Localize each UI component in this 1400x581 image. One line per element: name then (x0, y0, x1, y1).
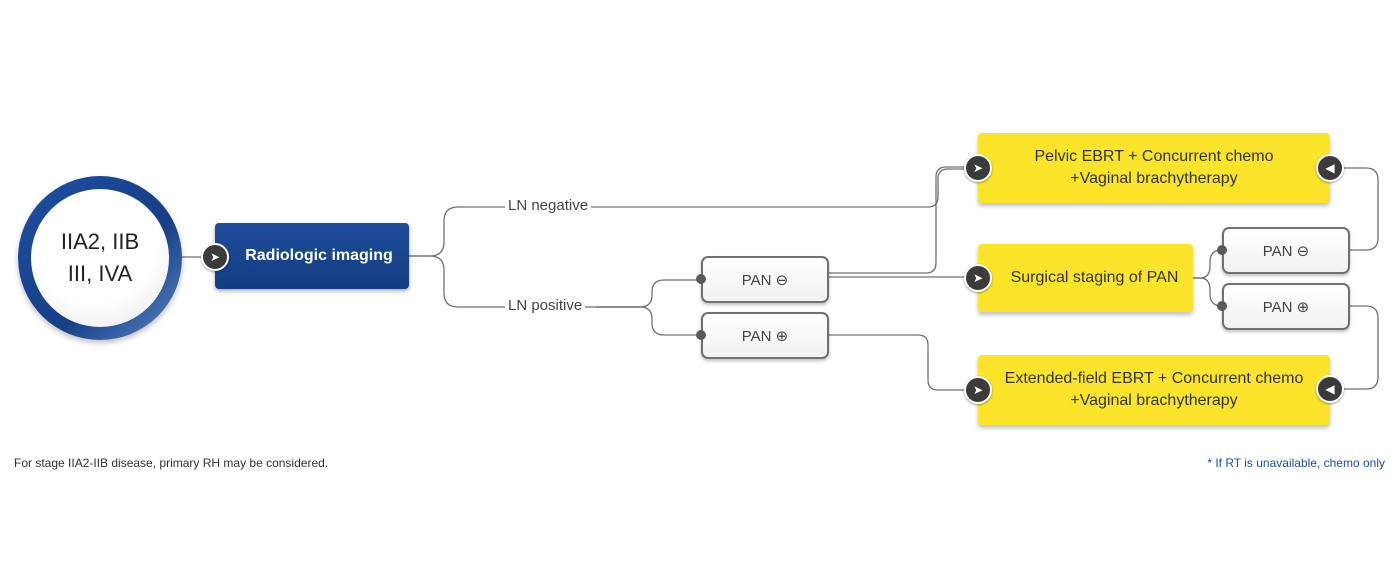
pelvic-ebrt-line-2: +Vaginal brachytherapy (1070, 170, 1238, 187)
extended-field-line-1: Extended-field EBRT + Concurrent chemo (1004, 370, 1304, 387)
connector-dot (1217, 301, 1227, 311)
pan-positive-node-right: PAN ⊕ (1222, 283, 1350, 330)
pan-positive-node-left: PAN ⊕ (701, 312, 829, 359)
arrow-right-icon: ➤ (964, 264, 992, 292)
pelvic-ebrt-node: Pelvic EBRT + Concurrent chemo +Vaginal … (978, 133, 1330, 203)
connector-surgical-pan-negative (1193, 249, 1223, 279)
surgical-staging-node: Surgical staging of PAN (978, 244, 1193, 312)
arrow-left-icon: ◀ (1316, 375, 1344, 403)
stage-line-2: III, IVA (67, 261, 133, 286)
footnote-left: For stage IIA2-IIB disease, primary RH m… (14, 456, 329, 470)
pan-positive-label-right: PAN ⊕ (1262, 298, 1310, 316)
connector-surgical-pan-positive (1193, 277, 1223, 307)
surgical-staging-label: Surgical staging of PAN (1010, 269, 1179, 286)
connector-pan-negative-pelvic (829, 166, 978, 274)
radiologic-imaging-node: Radiologic imaging (215, 223, 409, 289)
connector-ln-positive (409, 255, 640, 308)
pan-negative-node-right: PAN ⊖ (1222, 227, 1350, 274)
connector-pan-negative-pelvic-return (1330, 167, 1379, 251)
extended-field-line-2: +Vaginal brachytherapy (1070, 392, 1238, 409)
pan-positive-label-left: PAN ⊕ (741, 327, 789, 345)
connector-dot (696, 274, 706, 284)
pelvic-ebrt-line-1: Pelvic EBRT + Concurrent chemo (1034, 148, 1274, 165)
ln-negative-label: LN negative (505, 197, 592, 214)
radiologic-imaging-label: Radiologic imaging (245, 247, 393, 264)
connector-dot (696, 330, 706, 340)
footnote-right: * If RT is unavailable, chemo only (1207, 456, 1385, 470)
connector-pan-positive-extended-return (1330, 305, 1379, 390)
pan-negative-label-right: PAN ⊖ (1262, 242, 1310, 260)
arrow-left-icon: ◀ (1316, 154, 1344, 182)
stage-line-1: IIA2, IIB (60, 229, 140, 254)
pan-negative-node-left: PAN ⊖ (701, 256, 829, 303)
connector-pan-positive-extended (829, 334, 978, 391)
arrow-right-icon: ➤ (201, 243, 229, 271)
extended-field-ebrt-node: Extended-field EBRT + Concurrent chemo +… (978, 355, 1330, 425)
pan-negative-label-left: PAN ⊖ (741, 271, 789, 289)
arrow-right-icon: ➤ (964, 154, 992, 182)
arrow-right-icon: ➤ (964, 376, 992, 404)
stage-node-inner: IIA2, IIB III, IVA (31, 189, 169, 327)
connector-ln-negative (409, 168, 978, 257)
stage-node: IIA2, IIB III, IVA (18, 176, 182, 340)
connector-lnpos-pan-negative (596, 279, 701, 308)
connector-lnpos-pan-positive (596, 306, 701, 336)
connector-dot (1217, 245, 1227, 255)
ln-positive-label: LN positive (505, 297, 586, 314)
